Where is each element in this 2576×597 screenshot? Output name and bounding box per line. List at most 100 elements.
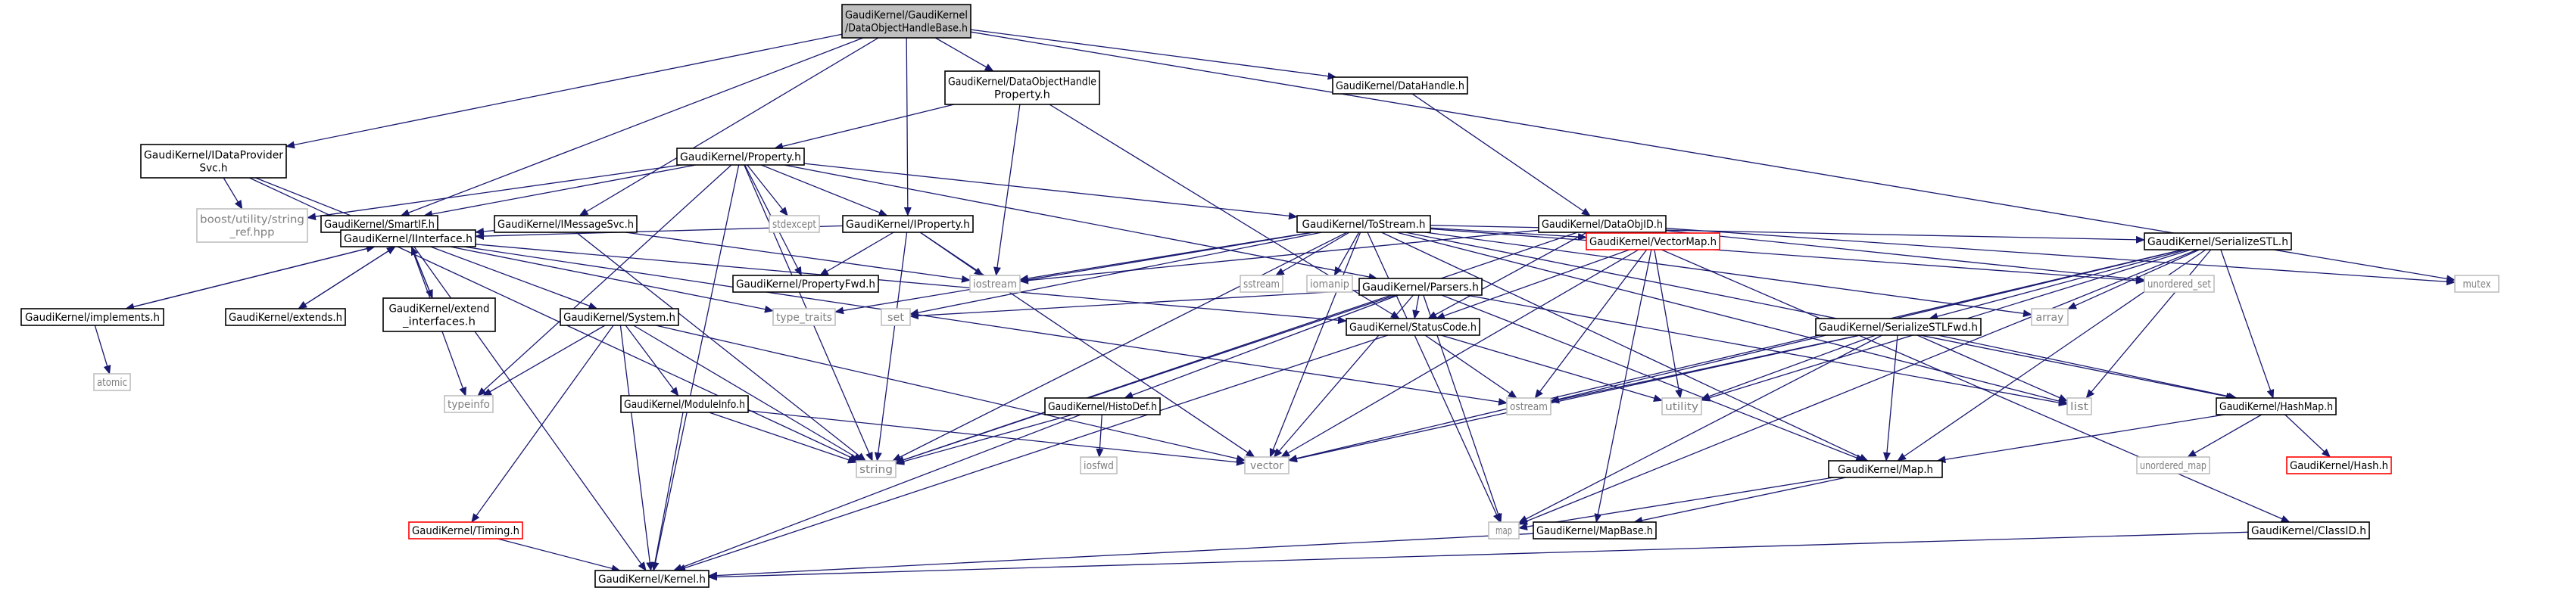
node-unordered-map: unordered_map <box>2136 456 2210 474</box>
node-box <box>1815 318 1982 336</box>
node-label: GaudiKernel/IInterface.h <box>344 233 472 245</box>
node-label: GaudiKernel/implements.h <box>25 312 160 324</box>
node-map: map <box>1488 521 1520 539</box>
edge-serstl-to-array <box>2067 249 2200 309</box>
node-box <box>1538 215 1667 233</box>
node-label: GaudiKernel/ModuleInfo.h <box>624 399 745 411</box>
node-gaudikernel-property-h[interactable]: GaudiKernel/Property.h <box>676 148 805 166</box>
edge-dohp-to-prop <box>774 104 955 151</box>
node-gaudikernel-timing-h[interactable]: GaudiKernel/Timing.h <box>408 521 523 539</box>
node-label: Property.h <box>994 89 1050 101</box>
node-gaudikernel-propertyfwd-h[interactable]: GaudiKernel/PropertyFwd.h <box>732 275 879 293</box>
node-gaudikernel-histodef-h[interactable]: GaudiKernel/HistoDef.h <box>1044 397 1161 415</box>
edge-prop-to-kernel <box>651 164 740 571</box>
edge-serstlfwd-to-list <box>1916 334 2068 402</box>
edge-extends-to-iinterface <box>298 246 396 309</box>
node-box <box>1332 76 1468 95</box>
node-gaudikernel-hashmap-h[interactable]: GaudiKernel/HashMap.h <box>2216 397 2337 415</box>
edge-moduleinfo-to-vector <box>747 410 1246 466</box>
node-gaudikernel-moduleinfo-h[interactable]: GaudiKernel/ModuleInfo.h <box>620 395 749 413</box>
edge-tostream-to-map <box>1367 232 1501 523</box>
node-label: GaudiKernel/IMessageSvc.h <box>497 219 634 231</box>
node-gaudikernel-gaudikernel-dataobjecthandlebase-h[interactable]: GaudiKernel/GaudiKernel/DataObjectHandle… <box>841 4 971 39</box>
node-label: GaudiKernel/Property.h <box>680 151 801 163</box>
node-box <box>1080 456 1118 474</box>
node-gaudikernel-serializestl-h[interactable]: GaudiKernel/SerializeSTL.h <box>2144 232 2292 250</box>
node-label: mutex <box>2463 278 2491 291</box>
node-gaudikernel-vectormap-h[interactable]: GaudiKernel/VectorMap.h <box>1586 232 1720 250</box>
node-gaudikernel-hash-h[interactable]: GaudiKernel/Hash.h <box>2286 456 2392 474</box>
edge-layer <box>94 29 2456 581</box>
node-box <box>2136 456 2210 474</box>
edge-parsers-to-statuscode <box>1412 294 1421 319</box>
node-gaudikernel-statuscode-h[interactable]: GaudiKernel/StatusCode.h <box>1346 318 1480 336</box>
node-gaudikernel-iinterface-h[interactable]: GaudiKernel/IInterface.h <box>340 229 476 247</box>
node-label: string <box>859 464 893 476</box>
edge-system-to-kernel <box>619 325 654 571</box>
node-box <box>1358 278 1483 296</box>
node-set: set <box>881 308 911 326</box>
edge-serstlfwd-to-mapgk <box>1883 334 1898 462</box>
node-gaudikernel-mapbase-h[interactable]: GaudiKernel/MapBase.h <box>1533 521 1657 539</box>
edge-tostream-to-set <box>909 232 1322 316</box>
node-gaudikernel-imessagesvc-h[interactable]: GaudiKernel/IMessageSvc.h <box>494 215 638 233</box>
node-gaudikernel-iproperty-h[interactable]: GaudiKernel/IProperty.h <box>842 215 974 233</box>
node-array: array <box>2031 308 2069 326</box>
node-label: GaudiKernel/ClassID.h <box>2251 525 2366 537</box>
node-gaudikernel-dataobjid-h[interactable]: GaudiKernel/DataObjID.h <box>1538 215 1667 233</box>
node-box <box>2031 308 2069 326</box>
edge-iinterface-to-typetraits <box>450 246 774 313</box>
edge-parsers-to-mapgk <box>1441 294 1865 462</box>
edge-parsers-to-string <box>895 294 1396 464</box>
edge-vectormap-to-ostream <box>1534 249 1648 399</box>
node-label: iosfwd <box>1084 460 1114 472</box>
node-gaudikernel-tostream-h[interactable]: GaudiKernel/ToStream.h <box>1296 215 1431 233</box>
edge-mapgk-to-map <box>1518 477 1834 530</box>
node-box <box>1306 275 1353 293</box>
node-gaudikernel-extends-h[interactable]: GaudiKernel/extends.h <box>225 308 346 326</box>
node-label: GaudiKernel/Map.h <box>1838 464 1933 476</box>
node-gaudikernel-smartif-h[interactable]: GaudiKernel/SmartIF.h <box>320 215 438 233</box>
node-box <box>841 4 971 39</box>
edge-serstl-to-hashmap <box>2220 249 2275 399</box>
node-gaudikernel-kernel-h[interactable]: GaudiKernel/Kernel.h <box>594 570 709 588</box>
node-typeinfo: typeinfo <box>444 395 494 413</box>
node-gaudikernel-datahandle-h[interactable]: GaudiKernel/DataHandle.h <box>1332 76 1468 95</box>
edge-implements-to-atomic <box>94 325 111 375</box>
node-label: GaudiKernel/SerializeSTLFwd.h <box>1819 322 1978 334</box>
edge-tostream-to-typetraits <box>834 232 1315 315</box>
node-label: unordered_map <box>2140 460 2206 472</box>
edge-iinterface-to-system <box>430 246 598 309</box>
node-box <box>1244 456 1290 474</box>
node-label: typeinfo <box>448 399 490 411</box>
edge-dataobjid-to-statuscode <box>1427 232 1588 319</box>
node-label: atomic <box>97 377 127 389</box>
node-gaudikernel-system-h[interactable]: GaudiKernel/System.h <box>560 308 679 326</box>
node-type-traits: type_traits <box>772 308 836 326</box>
node-box <box>842 215 974 233</box>
node-label: GaudiKernel/VectorMap.h <box>1589 236 1717 248</box>
node-gaudikernel-parsers-h[interactable]: GaudiKernel/Parsers.h <box>1358 278 1483 296</box>
node-label: GaudiKernel/extend <box>389 303 490 316</box>
edge-moduleinfo-to-string <box>709 412 857 464</box>
node-gaudikernel-map-h[interactable]: GaudiKernel/Map.h <box>1828 460 1943 478</box>
edge-serstl-to-list <box>2085 249 2212 399</box>
node-gaudikernel-serializestlfwd-h[interactable]: GaudiKernel/SerializeSTLFwd.h <box>1815 318 1982 336</box>
node-box <box>1044 397 1161 415</box>
node-label: sstream <box>1243 278 1280 291</box>
node-label: GaudiKernel/DataHandle.h <box>1336 80 1464 92</box>
node-gaudikernel-extend-interfaces-h[interactable]: GaudiKernel/extend_interfaces.h <box>382 297 496 332</box>
edge-histodef-to-kernel <box>672 414 1081 571</box>
node-box <box>2066 397 2092 415</box>
node-iosfwd: iosfwd <box>1080 456 1118 474</box>
node-gaudikernel-implements-h[interactable]: GaudiKernel/implements.h <box>20 308 164 326</box>
node-gaudikernel-classid-h[interactable]: GaudiKernel/ClassID.h <box>2247 521 2370 539</box>
edge-mapgk-to-mapbase <box>1633 477 1847 524</box>
node-label: stdexcept <box>772 219 816 231</box>
edge-tostream-to-list <box>1396 232 2068 406</box>
edge-tostream-to-serstl <box>1430 225 2145 244</box>
node-box <box>856 460 897 478</box>
